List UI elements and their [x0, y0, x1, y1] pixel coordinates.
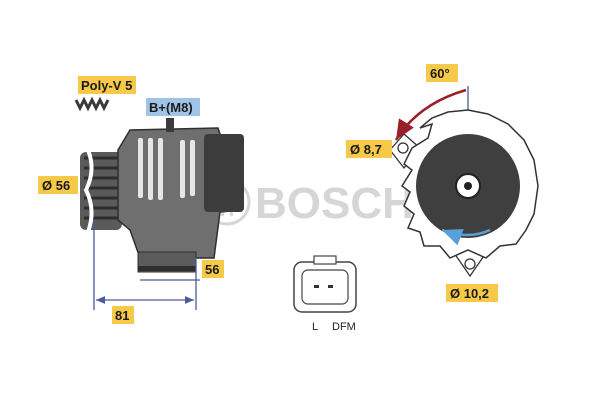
- alternator-front-view: [389, 86, 539, 278]
- connector-pin-l: [314, 285, 319, 288]
- lower-mount-hole: [464, 258, 476, 270]
- belt-profile-icon: [74, 96, 110, 112]
- belt-type-label: Poly-V 5: [78, 76, 136, 94]
- pin-label-dfm: DFM: [332, 321, 356, 333]
- rear-cover: [204, 134, 244, 212]
- connector-pin-dfm: [328, 285, 333, 288]
- lower-hole-text: Ø 10,2: [450, 286, 489, 301]
- terminal-label: B+(M8): [146, 98, 200, 116]
- rotation-arrow-icon: [441, 228, 491, 246]
- bosch-watermark: BOSCH: [203, 178, 414, 228]
- lower-hole-label: Ø 10,2: [446, 284, 498, 302]
- terminal-stud: [166, 118, 174, 132]
- vent-slots: [138, 138, 195, 200]
- height-text: 56: [205, 262, 219, 277]
- mount-hole-text: Ø 8,7: [350, 142, 382, 157]
- angle-label: 60°: [426, 64, 458, 82]
- dimension-lines: [93, 220, 200, 310]
- terminal-text: B+(M8): [149, 100, 193, 115]
- angle-text: 60°: [430, 66, 450, 81]
- angle-arc-arrow: [394, 88, 467, 141]
- pin-label-l: L: [312, 321, 318, 333]
- pulley-diameter-label: Ø 56: [38, 176, 78, 194]
- mount-hole-label: Ø 8,7: [346, 140, 392, 158]
- pulley-diameter-text: Ø 56: [42, 178, 70, 193]
- shaft-center: [464, 182, 472, 190]
- height-label: 56: [202, 260, 224, 278]
- alternator-side-view: [80, 118, 244, 273]
- length-text: 81: [115, 308, 129, 323]
- connector: L DFM: [293, 255, 357, 333]
- watermark-text: BOSCH: [255, 179, 414, 228]
- belt-type-text: Poly-V 5: [81, 78, 132, 93]
- length-label: 81: [112, 306, 134, 324]
- upper-mount-hole: [397, 142, 409, 154]
